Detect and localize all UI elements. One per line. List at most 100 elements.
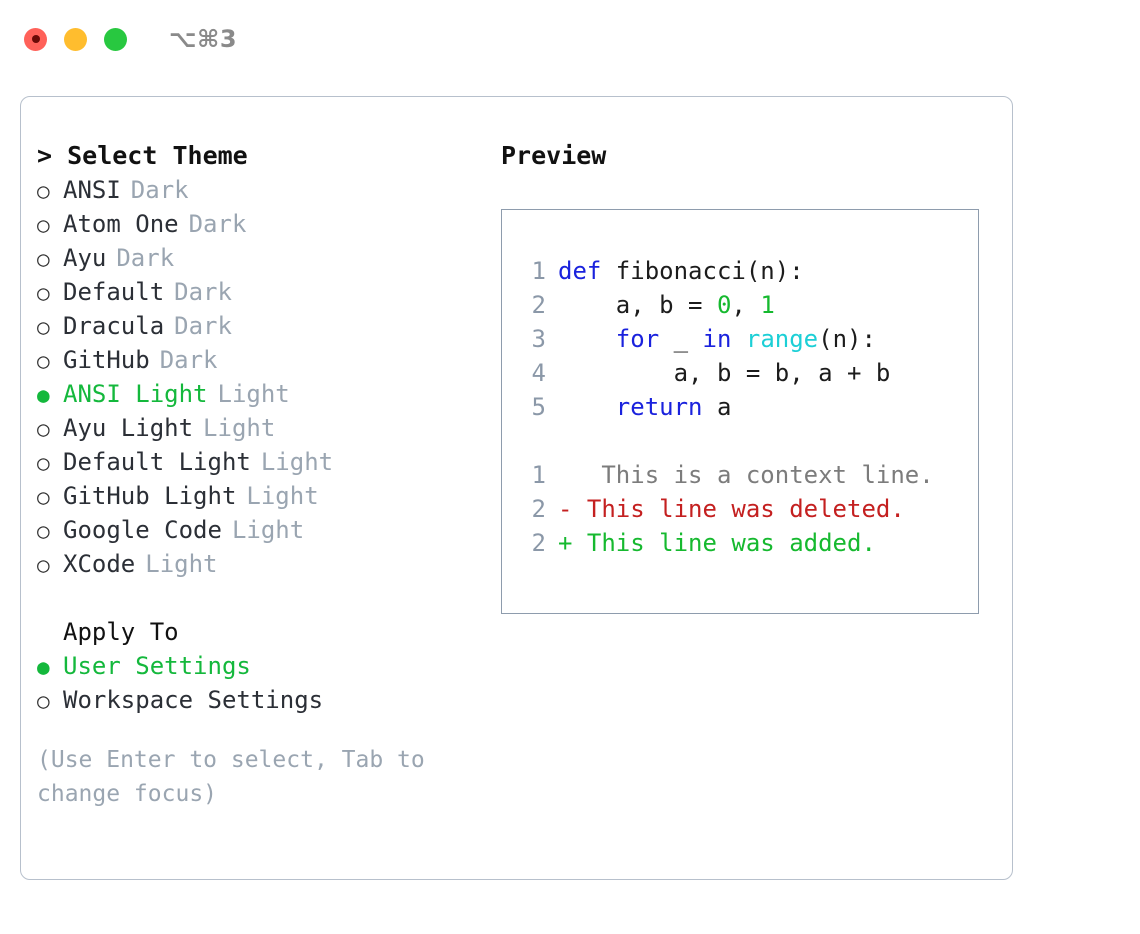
apply-to-list[interactable]: ● User Settings ○Workspace Settings xyxy=(37,649,489,717)
line-number: 1 xyxy=(531,461,546,489)
theme-name: Ayu Light xyxy=(63,414,194,442)
keyboard-shortcut-label: ⌥⌘3 xyxy=(169,25,238,53)
code-token: return xyxy=(615,393,703,421)
code-line: 4 a, b = b, a + b xyxy=(520,356,978,390)
theme-name: GitHub xyxy=(63,346,150,374)
theme-name: Default Light xyxy=(63,448,251,476)
theme-name: Google Code xyxy=(63,516,222,544)
title-bar: ⌥⌘3 xyxy=(0,0,1140,78)
code-token xyxy=(731,325,745,353)
code-token: , xyxy=(731,291,761,319)
radio-unselected-icon: ○ xyxy=(37,485,50,509)
line-number: 2 xyxy=(531,529,546,557)
diff-line: 2- This line was deleted. xyxy=(520,492,978,526)
theme-name: Ayu xyxy=(63,244,107,272)
code-token: fibonacci(n): xyxy=(601,257,804,285)
window-controls xyxy=(24,27,127,51)
diff-marker: + xyxy=(558,529,573,557)
theme-name: Atom One xyxy=(63,210,179,238)
radio-unselected-icon: ○ xyxy=(37,553,50,577)
theme-list-item[interactable]: ○ Atom One Dark xyxy=(37,207,489,241)
diff-text: This line was added. xyxy=(572,529,876,557)
apply-to-option[interactable]: ● User Settings xyxy=(37,649,489,683)
theme-name: ANSI Light xyxy=(63,380,208,408)
radio-unselected-icon: ○ xyxy=(37,349,50,373)
theme-variant: Light xyxy=(203,414,276,442)
radio-selected-icon: ● xyxy=(37,655,50,679)
diff-text: This line was deleted. xyxy=(572,495,905,523)
radio-unselected-icon: ○ xyxy=(37,179,50,203)
code-token: range xyxy=(745,325,819,353)
radio-unselected-icon: ○ xyxy=(37,315,50,339)
diff-line: 1 This is a context line. xyxy=(520,458,978,492)
theme-list-item[interactable]: ○ Ayu Light Light xyxy=(37,411,489,445)
radio-unselected-icon: ○ xyxy=(37,213,50,237)
theme-variant: Dark xyxy=(174,312,232,340)
theme-name: XCode xyxy=(63,550,136,578)
diff-line: 2 + This line was added. xyxy=(520,526,978,560)
theme-list-item[interactable]: ● ANSI Light Light xyxy=(37,377,489,411)
theme-variant: Light xyxy=(231,516,305,544)
line-number: 2 xyxy=(531,495,546,523)
theme-name: GitHub Light xyxy=(63,482,237,510)
theme-variant: Dark xyxy=(130,176,189,204)
code-token: (n): xyxy=(818,325,876,353)
theme-list-item[interactable]: ○ ANSI Dark xyxy=(37,173,489,207)
minimize-button[interactable] xyxy=(64,27,87,51)
line-number: 3 xyxy=(531,325,546,353)
code-token: a, b = xyxy=(558,291,717,319)
diff-marker xyxy=(558,461,572,489)
radio-unselected-icon: ○ xyxy=(37,247,50,271)
theme-variant: Dark xyxy=(174,278,232,306)
radio-selected-icon: ● xyxy=(37,383,50,407)
radio-unselected-icon: ○ xyxy=(37,451,50,475)
theme-variant: Light xyxy=(246,482,319,510)
theme-variant: Dark xyxy=(188,210,247,238)
radio-unselected-icon: ○ xyxy=(37,689,50,713)
line-number: 2 xyxy=(531,291,546,319)
theme-name: ANSI xyxy=(63,176,121,204)
diff-text: This is a context line. xyxy=(572,461,934,489)
close-button[interactable] xyxy=(24,27,47,51)
maximize-button[interactable] xyxy=(104,27,127,51)
code-token: 1 xyxy=(760,291,775,319)
radio-unselected-icon: ○ xyxy=(37,281,50,305)
theme-variant: Light xyxy=(217,380,290,408)
code-line: 2 a, b = 0, 1 xyxy=(520,288,978,322)
code-line: 3 for _ in range(n): xyxy=(520,322,978,356)
code-token xyxy=(558,325,616,353)
diff-sample: 1 This is a context line.2- This line wa… xyxy=(520,458,978,560)
radio-unselected-icon: ○ xyxy=(37,417,50,441)
line-number: 1 xyxy=(531,257,546,285)
code-token: a xyxy=(702,393,732,421)
code-token: 0 xyxy=(716,291,732,319)
theme-list-item[interactable]: ○ Default Dark xyxy=(37,275,489,309)
theme-name: Default xyxy=(63,278,165,306)
code-line: 5 return a xyxy=(520,390,978,424)
preview-header: Preview xyxy=(501,141,607,170)
theme-list-item[interactable]: ○ GitHub Light Light xyxy=(37,479,489,513)
code-token: a, b = b, a + b xyxy=(558,359,891,387)
code-token xyxy=(558,393,616,421)
apply-to-option[interactable]: ○Workspace Settings xyxy=(37,683,489,717)
code-diff-separator xyxy=(520,424,978,458)
theme-variant: Light xyxy=(260,448,334,476)
code-token: _ xyxy=(659,325,703,353)
select-theme-header: > Select Theme xyxy=(37,141,248,170)
theme-list-item[interactable]: ○ Default Light Light xyxy=(37,445,489,479)
apply-to-label: User Settings xyxy=(63,652,251,680)
line-number: 4 xyxy=(531,359,546,387)
code-token: for xyxy=(615,325,660,353)
keyboard-hint: (Use Enter to select, Tab to change focu… xyxy=(37,747,425,807)
